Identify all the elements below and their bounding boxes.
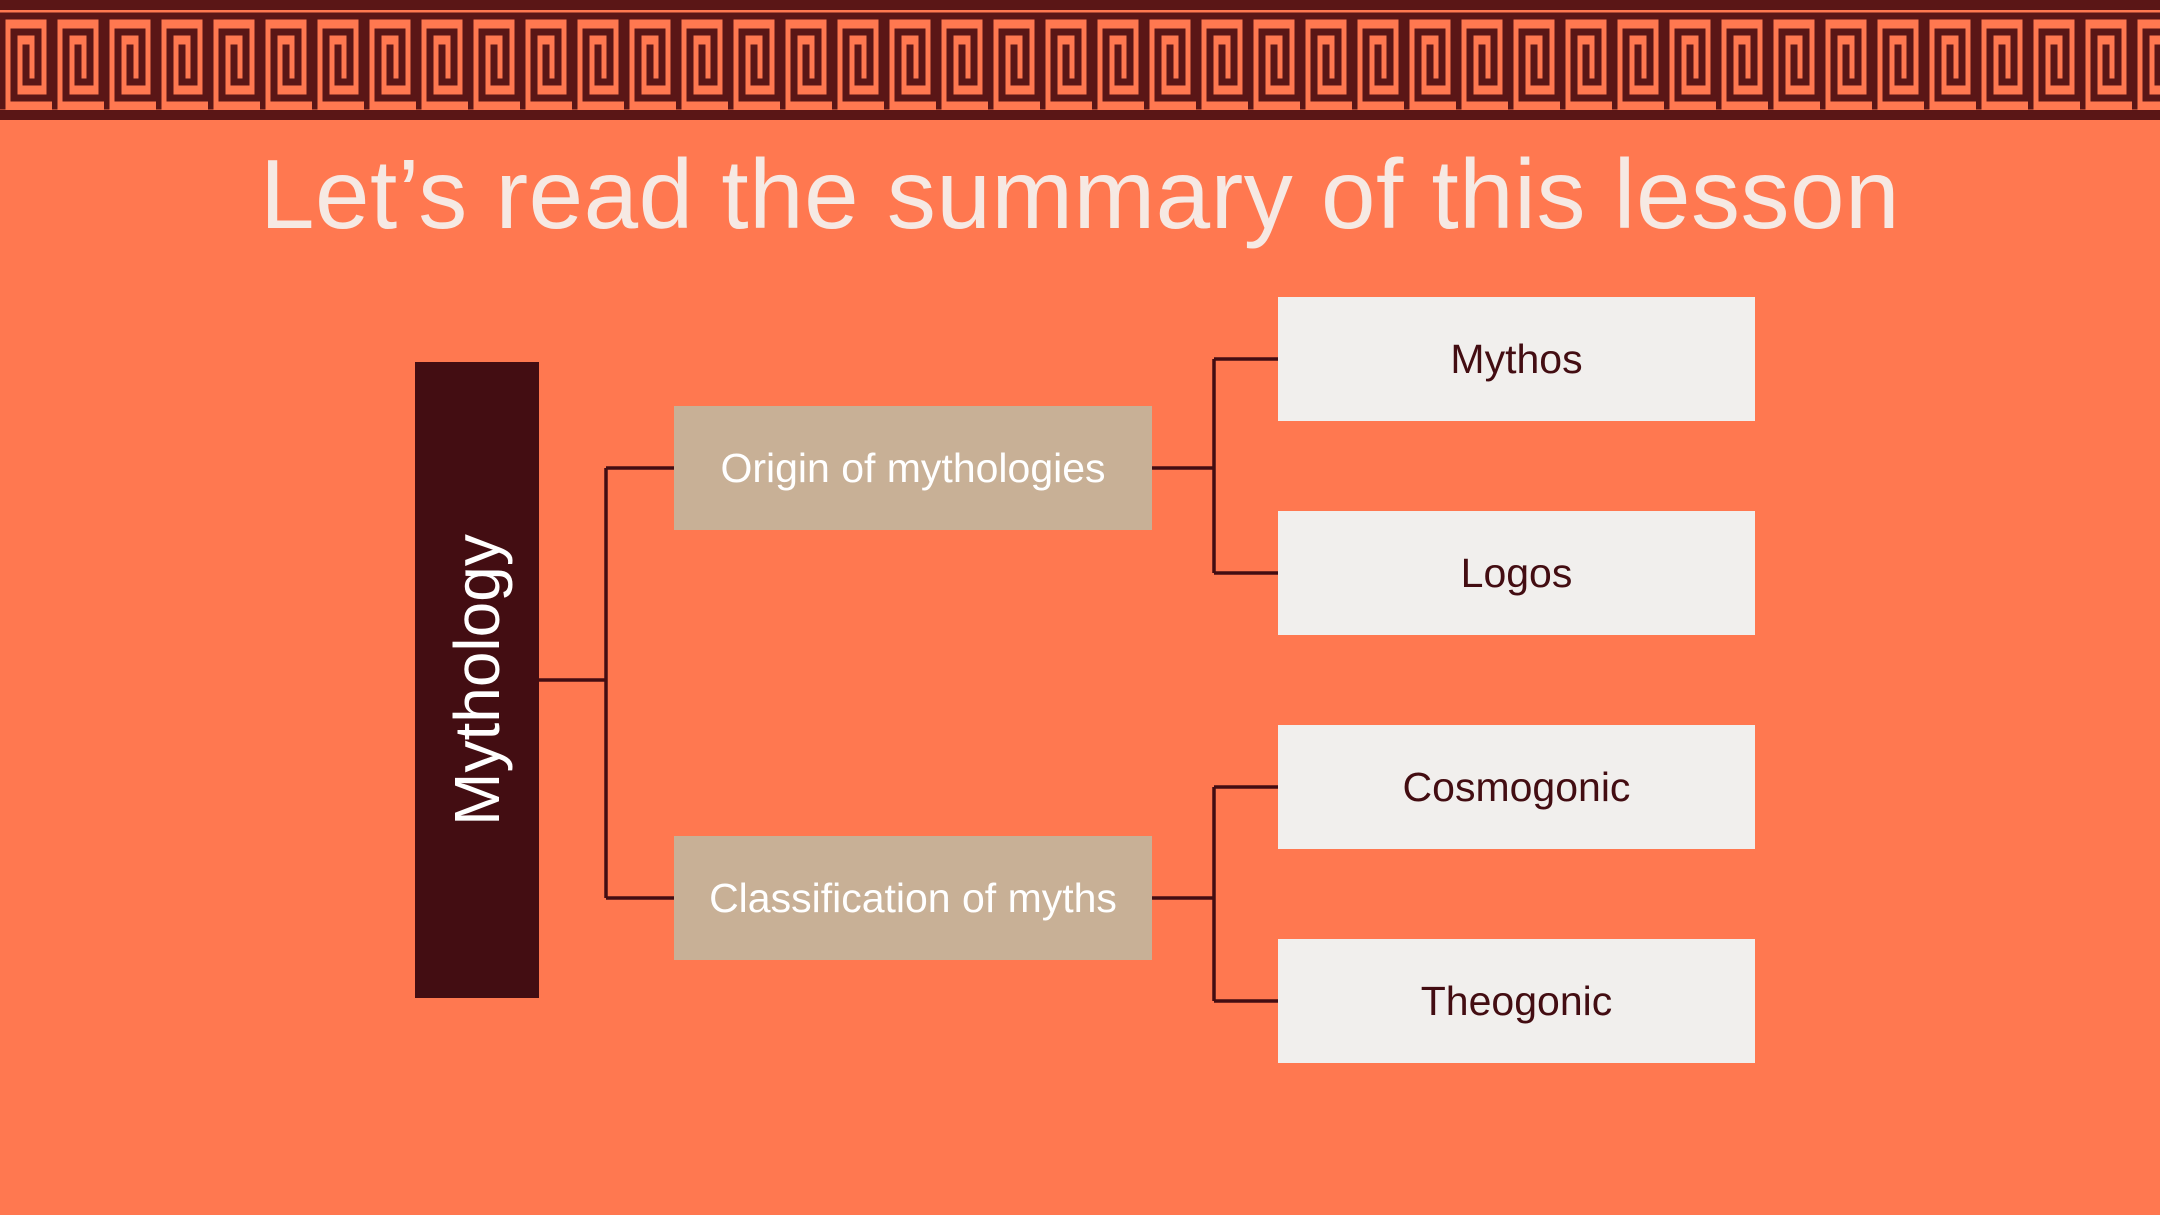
slide-title: Let’s read the summary of this lesson	[260, 139, 1900, 249]
greek-key-border	[0, 0, 2160, 120]
leaf-node-logos: Logos	[1278, 511, 1755, 635]
root-node-mythology: Mythology	[415, 362, 539, 998]
branch-node-classification: Classification of myths	[674, 836, 1152, 960]
leaf-node-cosmogonic: Cosmogonic	[1278, 725, 1755, 849]
leaf-node-theogonic: Theogonic	[1278, 939, 1755, 1063]
branch-1-connector	[1152, 785, 1278, 1003]
leaf-node-mythos: Mythos	[1278, 297, 1755, 421]
root-connector	[539, 466, 674, 900]
branch-node-origin: Origin of mythologies	[674, 406, 1152, 530]
root-node-label: Mythology	[441, 534, 513, 826]
branch-0-connector	[1152, 357, 1278, 575]
